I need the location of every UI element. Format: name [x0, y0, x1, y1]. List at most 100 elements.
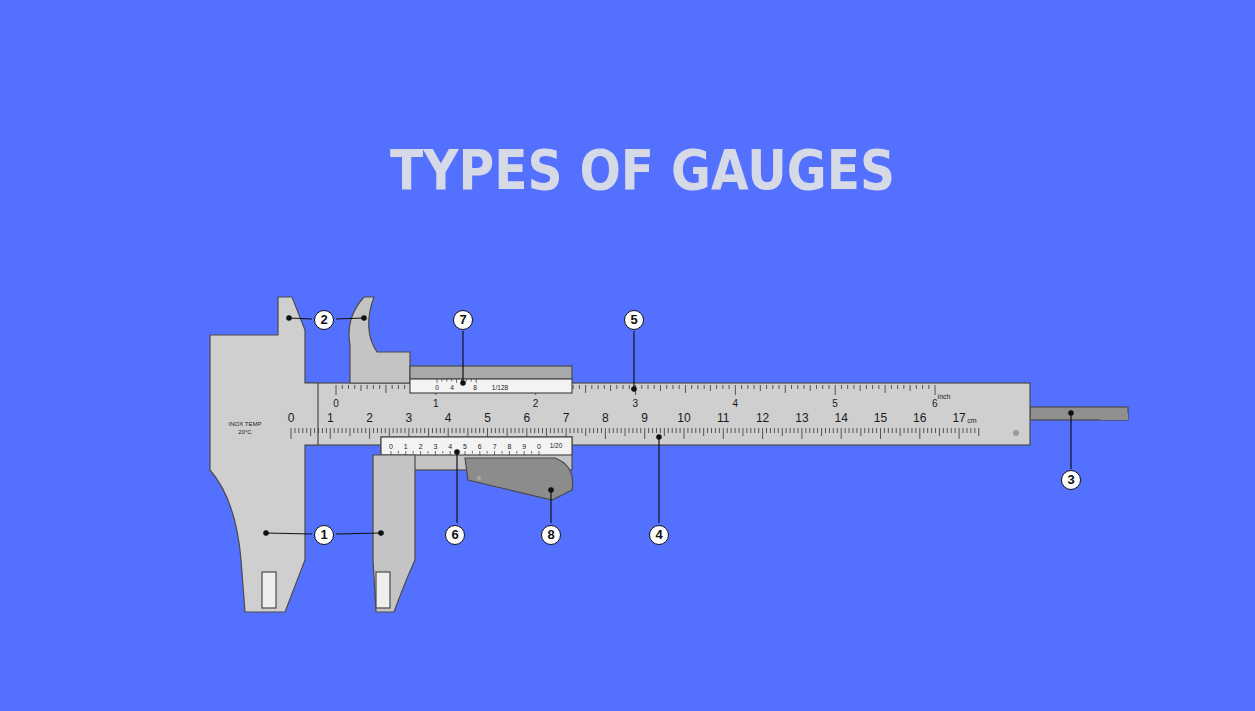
- tick-mark: [770, 428, 771, 433]
- tick-mark: [707, 428, 708, 433]
- tick-mark: [947, 428, 948, 433]
- tick-mark: [754, 385, 755, 389]
- tick-mark: [966, 428, 967, 433]
- leader-line: [1070, 413, 1071, 469]
- tick-mark: [444, 428, 445, 433]
- tick-mark: [392, 385, 393, 389]
- tick-mark: [868, 428, 869, 433]
- scale-cm-number: 2: [366, 412, 373, 424]
- tick-mark: [904, 428, 905, 433]
- tick-mark: [872, 385, 873, 389]
- scale-inch-number: 4: [732, 399, 738, 409]
- tick-mark: [591, 385, 592, 389]
- tick-mark: [314, 428, 315, 433]
- tick-mark: [354, 385, 355, 389]
- tick-mark: [326, 428, 327, 433]
- scale-inch-number: 5: [832, 399, 838, 409]
- scale-vernier-number: 4: [450, 385, 454, 392]
- leader-dot: [1069, 411, 1073, 415]
- callout-number: 7: [453, 310, 473, 330]
- tick-mark: [420, 428, 421, 433]
- tick-mark: [349, 428, 350, 436]
- tick-mark: [797, 385, 798, 389]
- tick-mark: [585, 385, 586, 393]
- leader-dot: [379, 531, 383, 535]
- scale-cm-number: 8: [602, 412, 609, 424]
- tick-mark: [413, 451, 414, 454]
- scale-vernier-number: 6: [478, 443, 482, 450]
- tick-mark: [518, 428, 519, 433]
- tick-mark: [597, 428, 598, 433]
- tick-mark: [302, 428, 303, 433]
- scale-vernier-number: 3: [433, 443, 437, 450]
- scale-cm-number: 0: [288, 412, 295, 424]
- tick-mark: [436, 428, 437, 433]
- tick-mark: [640, 428, 641, 433]
- scale-cm-number: 1: [327, 412, 334, 424]
- tick-mark: [896, 428, 897, 433]
- scale-vernier-number: 0: [537, 443, 541, 450]
- tick-mark: [294, 428, 295, 433]
- tick-mark: [628, 428, 629, 433]
- tick-mark: [703, 428, 704, 436]
- callout-number: 8: [541, 525, 561, 545]
- tick-mark: [479, 451, 480, 455]
- tick-mark: [379, 385, 380, 389]
- tick-mark: [715, 428, 716, 433]
- tick-mark: [731, 428, 732, 433]
- scale-cm-number: 12: [756, 412, 769, 424]
- scale-inch-number: 0: [333, 399, 339, 409]
- tick-mark: [570, 428, 571, 433]
- leader-dot: [632, 387, 636, 391]
- tick-mark: [664, 428, 665, 436]
- tick-mark: [424, 428, 425, 433]
- tick-mark: [367, 385, 368, 389]
- tick-mark: [762, 428, 763, 439]
- scale-cm-number: 13: [795, 412, 808, 424]
- tick-mark: [589, 428, 590, 433]
- scale-vernier-number: 1: [404, 443, 408, 450]
- tick-mark: [747, 385, 748, 389]
- tick-mark: [503, 428, 504, 433]
- tick-mark: [908, 428, 909, 433]
- tick-mark: [621, 428, 622, 433]
- leader-line: [658, 437, 659, 523]
- tick-mark: [829, 428, 830, 433]
- depth-rod: [1030, 407, 1128, 420]
- inch-vernier-plate: [410, 379, 572, 393]
- leader-lines: [264, 316, 1073, 535]
- tick-mark: [494, 451, 495, 455]
- tick-mark: [892, 428, 893, 433]
- scale-cm-number: 10: [677, 412, 690, 424]
- scale-vernier-number: 5: [463, 443, 467, 450]
- callout-number: 6: [445, 525, 465, 545]
- material-stamp: INOX TEMP: [229, 421, 262, 427]
- tick-mark: [817, 428, 818, 433]
- callout-number: 2: [314, 310, 334, 330]
- tick-mark: [687, 428, 688, 433]
- tick-mark: [825, 428, 826, 433]
- tick-mark: [856, 428, 857, 433]
- tick-mark: [361, 428, 362, 433]
- tick-mark: [450, 451, 451, 455]
- tick-mark: [389, 428, 390, 436]
- tick-mark: [648, 385, 649, 389]
- tick-mark: [833, 428, 834, 433]
- scale-vernier-number: 0: [435, 385, 439, 392]
- tick-mark: [978, 428, 979, 436]
- scale-cm-number: 5: [484, 412, 491, 424]
- scale-inch-number: 6: [932, 399, 938, 409]
- tick-mark: [604, 385, 605, 389]
- tick-mark: [632, 428, 633, 433]
- tick-mark: [391, 451, 392, 455]
- tick-mark: [739, 428, 740, 433]
- tick-mark: [779, 385, 780, 389]
- tick-mark: [741, 385, 742, 389]
- moving-upper-jaw: [349, 297, 410, 383]
- scale-cm-number: 16: [913, 412, 926, 424]
- tick-mark: [852, 428, 853, 433]
- tick-mark: [841, 428, 842, 439]
- tick-mark: [697, 385, 698, 389]
- tick-mark: [766, 428, 767, 433]
